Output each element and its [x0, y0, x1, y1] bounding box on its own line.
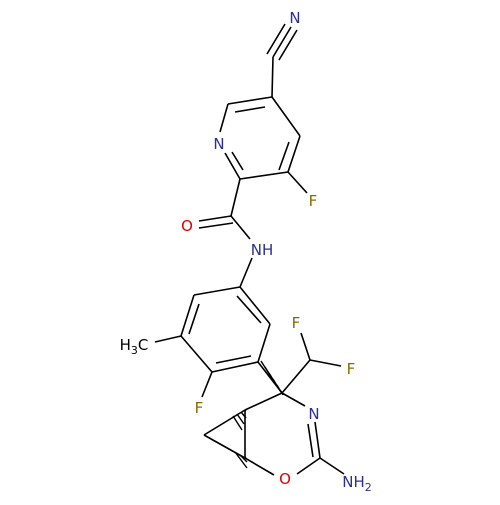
- bond-camidine-o: [296, 457, 321, 475]
- bond-camidine-nh2: [319, 457, 345, 475]
- bond-nitrile-triple: [266, 23, 298, 61]
- bond-ar2-ar3-inner: [188, 303, 200, 335]
- bond-n-camidine: [314, 421, 321, 459]
- bond-ca-cc: [203, 409, 246, 436]
- bond-c6-c5-inner: [234, 106, 266, 113]
- atom-amino: NH2: [342, 473, 372, 494]
- atom-amide-nh: NH: [251, 241, 274, 259]
- atom-chf2-f2: F: [347, 360, 356, 378]
- atom-ring-n: N: [308, 405, 319, 423]
- bond-ar4-ar5-inner: [215, 355, 252, 364]
- atom-labels: N N F O NH H3C F F F N O NH2: [120, 9, 372, 494]
- atom-ring-o: O: [279, 470, 291, 488]
- bond-ar6-ar1: [239, 286, 271, 325]
- atom-carbonyl-o: O: [181, 217, 193, 235]
- atom-chf2-f1: F: [292, 314, 301, 332]
- bond-n-aryl: [239, 257, 253, 288]
- bond-c3-f: [287, 171, 308, 194]
- bond-ar3-ar4: [180, 335, 213, 373]
- bond-ar4-ar5: [211, 361, 259, 373]
- bond-c3-c2: [239, 171, 289, 180]
- bond-ca-cq: [244, 392, 283, 411]
- atom-nitrile-n: N: [289, 9, 300, 27]
- bond-ar5-ar6: [257, 323, 271, 363]
- hash-wedge-ca: [232, 409, 247, 431]
- bond-ar1-ar2: [193, 286, 241, 296]
- atom-f-aryl: F: [195, 399, 204, 417]
- stereo-bonds: [232, 360, 284, 469]
- bond-c5-c4: [271, 96, 301, 137]
- bond-cb-cc: [203, 434, 246, 459]
- hash-wedge-cb: [234, 451, 248, 469]
- bond-c4-c3: [287, 135, 301, 173]
- bond-c2-camide: [230, 178, 241, 217]
- bonds: [154, 23, 345, 476]
- bond-c2-n1-inner: [231, 151, 244, 171]
- bond-c2-n1: [224, 152, 241, 180]
- bond-chf2-f2: [309, 359, 342, 367]
- bond-camide-n: [230, 215, 251, 240]
- bond-c6-c5: [227, 96, 273, 105]
- bond-n1-c6: [219, 103, 229, 133]
- bond-c4-c3-inner: [278, 141, 290, 171]
- bond-camide-o: [198, 215, 232, 222]
- bond-ar3-methyl: [154, 335, 182, 343]
- bond-ar2-ar3: [180, 294, 195, 337]
- bond-ar4-f: [201, 371, 213, 398]
- bond-n-camidine-2: [307, 423, 314, 458]
- bond-camide-o-2: [198, 222, 234, 229]
- atom-pyridine-n: N: [213, 135, 224, 153]
- bond-cq-chf2: [281, 359, 311, 394]
- atom-f-pyridine: F: [309, 192, 318, 210]
- hash-wedge-cq-aryl: [260, 360, 284, 396]
- bond-chf2-f1: [300, 332, 311, 361]
- bond-o-cb: [244, 457, 275, 476]
- bond-c5-cn: [271, 56, 274, 98]
- bond-ar6-ar1-inner: [236, 295, 262, 324]
- atom-methyl: H3C: [120, 336, 149, 357]
- bond-cq-n: [281, 392, 306, 407]
